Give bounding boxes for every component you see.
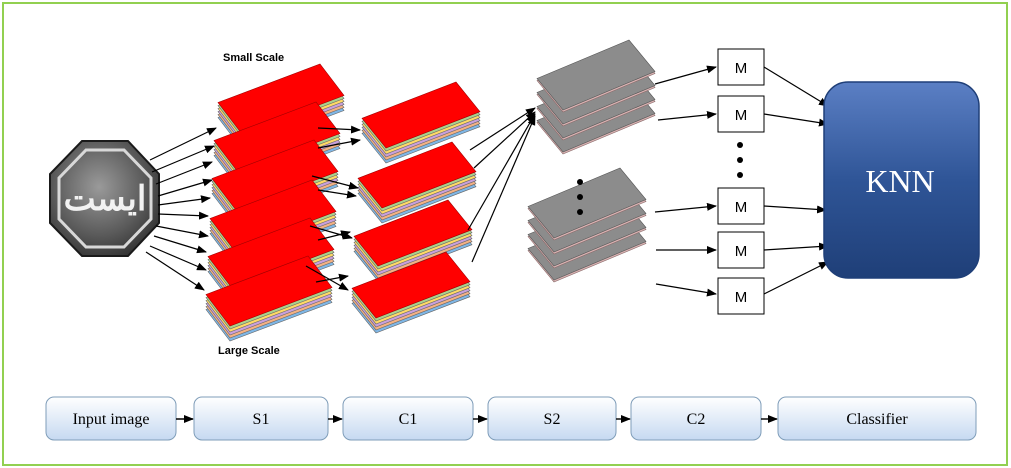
s1-stack-2 (213, 101, 341, 188)
pipeline-label: Classifier (846, 411, 908, 428)
m-label: M (735, 243, 748, 260)
knn-label: KNN (865, 163, 934, 199)
arrow (151, 145, 215, 173)
c1-stack-2 (357, 141, 477, 224)
arrow (311, 175, 359, 190)
s1-stack-3 (211, 139, 339, 226)
arrow (655, 283, 717, 297)
m-label: M (735, 289, 748, 306)
m-box-1: M (717, 48, 765, 86)
small-scale-label: Small Scale (223, 52, 284, 64)
s2-layer-stacks (527, 39, 656, 283)
arrow (155, 161, 213, 185)
arrow (657, 110, 717, 121)
pipeline-box-4: S2 (487, 396, 617, 441)
s1-layer-stacks (205, 63, 345, 342)
s2-stack-bottom (527, 167, 647, 283)
ellipsis-dots (577, 142, 743, 215)
arrow (317, 137, 361, 149)
arrow (317, 230, 351, 241)
s1-stack-6 (205, 255, 333, 342)
pipeline-label: C1 (399, 411, 418, 428)
c1-stack-4 (351, 251, 471, 334)
pipeline-label: S1 (253, 411, 270, 428)
arrow (763, 113, 829, 127)
s1-stack-1 (217, 63, 345, 150)
arrow (469, 107, 536, 151)
arrow (763, 205, 827, 214)
pipeline-label: C2 (687, 411, 706, 428)
arrow (473, 111, 536, 169)
pipeline-box-6: Classifier (777, 396, 977, 441)
arrow (763, 66, 829, 107)
arrow (654, 65, 717, 85)
pipeline-box-5: C2 (630, 396, 762, 441)
m-label: M (735, 199, 748, 216)
s1-stack-4 (209, 179, 337, 266)
arrow (157, 195, 211, 206)
m-box-4: M (717, 231, 765, 269)
m-box-3: M (717, 187, 765, 225)
pipeline-label: Input image (73, 411, 150, 428)
pipeline-flow: Input image S1 C1 S2 C2 Classifier (45, 396, 977, 441)
c1-stack-1 (361, 81, 481, 164)
arrow (467, 113, 536, 231)
s2-stack-top (536, 39, 656, 155)
arrow (149, 127, 217, 161)
arrow (149, 245, 207, 271)
arrow (145, 251, 205, 291)
connection-arrows (145, 65, 829, 297)
arrow (157, 178, 213, 197)
arrow (317, 189, 357, 199)
arrow (654, 202, 717, 213)
pipeline-box-2: S1 (193, 396, 329, 441)
arrow (153, 235, 207, 254)
pipeline-box-1: Input image (45, 396, 177, 441)
arrow (157, 211, 209, 220)
arrow (763, 261, 829, 295)
m-box-2: M (717, 95, 765, 133)
arrow (305, 265, 349, 291)
stop-sign-image: ایست (49, 140, 160, 257)
arrow (317, 125, 361, 134)
arrow (155, 225, 209, 239)
c1-layer-stacks (351, 81, 481, 334)
pipeline-box-3: C1 (342, 396, 474, 441)
m-label: M (735, 60, 748, 77)
m-label: M (735, 107, 748, 124)
c1-stack-3 (353, 199, 473, 282)
m-boxes: M M M M M (717, 48, 765, 315)
arrow (315, 273, 349, 283)
m-box-5: M (717, 277, 765, 315)
knn-block: KNN (823, 81, 980, 279)
sign-text: ایست (64, 180, 147, 218)
large-scale-label: Large Scale (218, 345, 280, 357)
pipeline-label: S2 (544, 411, 561, 428)
arrow (763, 242, 829, 251)
arrow (471, 115, 536, 263)
